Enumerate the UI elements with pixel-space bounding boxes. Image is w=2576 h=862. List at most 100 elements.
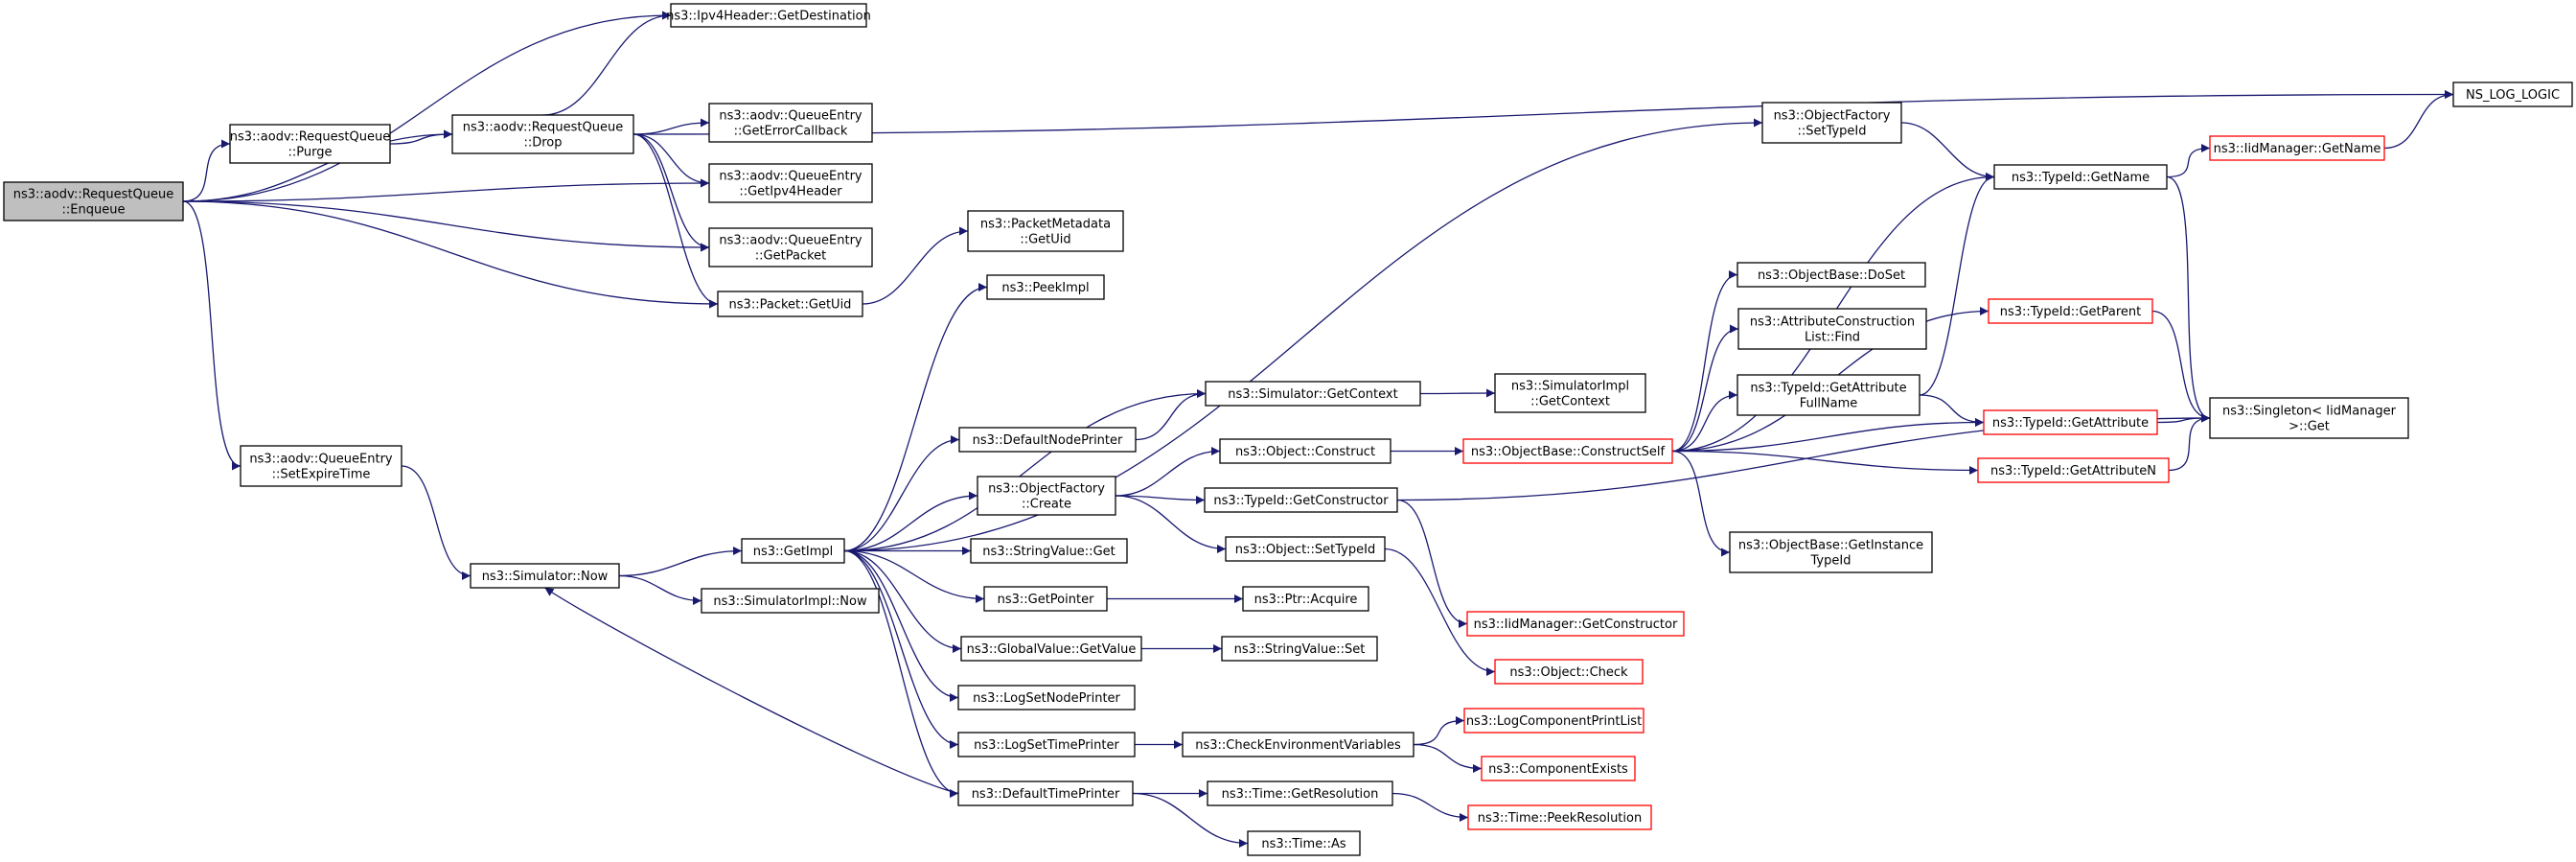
- node-enqueue[interactable]: ns3::aodv::RequestQueue::Enqueue: [3, 181, 184, 221]
- node-label-line: ::Enqueue: [62, 203, 126, 218]
- node-drop[interactable]: ns3::aodv::RequestQueue::Drop: [451, 114, 634, 154]
- node-box: [229, 124, 391, 164]
- edge-typeidgetattrfull-to-typeidgetattr: [1919, 394, 1985, 427]
- node-defnodeprinter[interactable]: ns3::DefaultNodePrinter: [958, 427, 1137, 453]
- node-timegetres[interactable]: ns3::Time::GetResolution: [1207, 780, 1393, 806]
- node-strvalget[interactable]: ns3::StringValue::Get: [970, 538, 1128, 564]
- node-purge[interactable]: ns3::aodv::RequestQueue::Purge: [229, 124, 391, 164]
- node-label-line: ns3::TypeId::GetConstructor: [1213, 494, 1389, 508]
- node-getpointer[interactable]: ns3::GetPointer: [983, 586, 1108, 612]
- node-box: [470, 563, 620, 589]
- node-simnow[interactable]: ns3::Simulator::Now: [470, 563, 620, 589]
- node-ofcreate[interactable]: ns3::ObjectFactory::Create: [977, 476, 1116, 516]
- node-label-line: ns3::LogSetTimePrinter: [974, 738, 1119, 753]
- node-box: [960, 636, 1142, 662]
- node-label-line: ns3::Time::GetResolution: [1222, 787, 1379, 802]
- node-strvalset[interactable]: ns3::StringValue::Set: [1221, 636, 1378, 662]
- node-logcompprint[interactable]: ns3::LogComponentPrintList: [1463, 708, 1644, 734]
- node-label-line: ns3::GetImpl: [753, 545, 834, 559]
- node-box: [986, 274, 1105, 300]
- node-objconstruct[interactable]: ns3::Object::Construct: [1219, 438, 1392, 464]
- node-label-line: ns3::StringValue::Get: [982, 545, 1115, 559]
- edge-checkenv-to-logcompprint: [1413, 716, 1465, 746]
- node-box: [957, 685, 1136, 711]
- node-label-line: ::SetExpireTime: [272, 468, 371, 482]
- edge-getimpl-to-ofsettypeid: [843, 118, 1763, 552]
- edge-obconstructself-to-typeidgetattrfull: [1671, 390, 1738, 453]
- node-gvgetvalue[interactable]: ns3::GlobalValue::GetValue: [960, 636, 1142, 662]
- edge-enqueue-to-drop: [182, 129, 453, 202]
- node-label-line: ns3::PacketMetadata: [980, 218, 1111, 232]
- node-box: [2209, 135, 2385, 161]
- node-pmgetuid[interactable]: ns3::PacketMetadata::GetUid: [967, 210, 1124, 252]
- edge-ofcreate-to-objsettypeid: [1115, 495, 1227, 553]
- node-objsettypeid[interactable]: ns3::Object::SetTypeId: [1225, 536, 1386, 562]
- node-label-line: ns3::ObjectBase::ConstructSelf: [1471, 445, 1666, 459]
- node-typeidgetctor[interactable]: ns3::TypeId::GetConstructor: [1204, 487, 1398, 513]
- node-obdoset[interactable]: ns3::ObjectBase::DoSet: [1736, 262, 1926, 288]
- node-nslog[interactable]: NS_LOG_LOGIC: [2452, 82, 2573, 107]
- node-label-line: ns3::TypeId::GetAttribute: [1992, 416, 2149, 431]
- node-label-line: ns3::DefaultNodePrinter: [973, 433, 1123, 448]
- node-label-line: ns3::GlobalValue::GetValue: [967, 642, 1137, 657]
- edge-enqueue-to-ipv4dest: [182, 11, 672, 202]
- node-peekimpl[interactable]: ns3::PeekImpl: [986, 274, 1105, 300]
- node-compexists[interactable]: ns3::ComponentExists: [1481, 756, 1636, 781]
- edge-typeidgetparent-to-singletonget: [2151, 310, 2211, 423]
- node-getimpl[interactable]: ns3::GetImpl: [741, 538, 845, 564]
- node-box: [1242, 586, 1369, 612]
- node-simgetctx[interactable]: ns3::Simulator::GetContext: [1205, 381, 1421, 407]
- node-singletonget[interactable]: ns3::Singleton< IidManager >::Get: [2209, 397, 2409, 439]
- node-box: [1494, 373, 1646, 413]
- node-label-line: ns3::TypeId::GetParent: [2000, 305, 2142, 319]
- node-typeidgetattr[interactable]: ns3::TypeId::GetAttribute: [1983, 409, 2158, 435]
- node-label-line: ns3::Simulator::GetContext: [1228, 387, 1397, 402]
- node-label-line: ::GetIpv4Header: [739, 185, 842, 199]
- node-label-line: ns3::aodv::QueueEntry: [719, 109, 862, 124]
- node-pktgetuid[interactable]: ns3::Packet::GetUid: [717, 291, 863, 317]
- edge-obconstructself-to-attrlistfind: [1671, 324, 1739, 453]
- node-getipv4hdr[interactable]: ns3::aodv::QueueEntry::GetIpv4Header: [708, 163, 873, 203]
- node-obconstructself[interactable]: ns3::ObjectBase::ConstructSelf: [1462, 438, 1673, 464]
- node-simimplnow[interactable]: ns3::SimulatorImpl::Now: [701, 588, 880, 614]
- node-geterrcb[interactable]: ns3::aodv::QueueEntry::GetErrorCallback: [708, 103, 873, 143]
- node-box: [1221, 636, 1378, 662]
- node-ptracquire[interactable]: ns3::Ptr::Acquire: [1242, 586, 1369, 612]
- node-timeas[interactable]: ns3::Time::As: [1247, 830, 1361, 856]
- node-label-line: ::SetTypeId: [1797, 125, 1866, 139]
- node-objcheck[interactable]: ns3::Object::Check: [1494, 659, 1644, 685]
- node-iidgetctor[interactable]: ns3::IidManager::GetConstructor: [1466, 611, 1685, 637]
- node-timepeekres[interactable]: ns3::Time::PeekResolution: [1467, 804, 1652, 830]
- node-label-line: ns3::Object::Construct: [1235, 445, 1375, 459]
- node-getpacket[interactable]: ns3::aodv::QueueEntry::GetPacket: [708, 227, 873, 268]
- node-logsettime[interactable]: ns3::LogSetTimePrinter: [957, 732, 1136, 757]
- edge-obconstructself-to-obgetinsttypeid: [1671, 450, 1731, 557]
- node-typeidgetattrn[interactable]: ns3::TypeId::GetAttributeN: [1977, 457, 2170, 483]
- edge-enqueue-to-pktgetuid: [182, 200, 719, 309]
- node-iidgetname[interactable]: ns3::IidManager::GetName: [2209, 135, 2385, 161]
- edge-enqueue-to-getpacket: [182, 200, 710, 252]
- node-checkenv[interactable]: ns3::CheckEnvironmentVariables: [1182, 732, 1414, 757]
- node-typeidgetparent[interactable]: ns3::TypeId::GetParent: [1988, 298, 2153, 324]
- node-box: [1729, 531, 1933, 573]
- node-setexpire[interactable]: ns3::aodv::QueueEntry::SetExpireTime: [240, 445, 402, 487]
- node-simimplgetctx[interactable]: ns3::SimulatorImpl::GetContext: [1494, 373, 1646, 413]
- node-box: [1225, 536, 1386, 562]
- node-label-line: ns3::IidManager::GetName: [2214, 142, 2381, 156]
- node-label-line: ns3::SimulatorImpl::Now: [713, 594, 867, 609]
- node-ipv4dest[interactable]: ns3::Ipv4Header::GetDestination: [666, 3, 871, 28]
- node-deftimeprinter[interactable]: ns3::DefaultTimePrinter: [957, 780, 1134, 806]
- edge-ofcreate-to-typeidgetctor: [1115, 495, 1206, 504]
- node-typeidgetname[interactable]: ns3::TypeId::GetName: [1993, 164, 2168, 190]
- edge-enqueue-to-purge: [182, 139, 231, 202]
- node-label-line: ns3::Object::Check: [1509, 665, 1628, 680]
- node-logsetnode[interactable]: ns3::LogSetNodePrinter: [957, 685, 1136, 711]
- node-label-line: ::Create: [1022, 498, 1071, 512]
- node-label-line: ns3::DefaultTimePrinter: [972, 787, 1120, 802]
- node-label-line: >::Get: [2288, 420, 2330, 434]
- node-ofsettypeid[interactable]: ns3::ObjectFactory::SetTypeId: [1761, 102, 1902, 144]
- node-box: [1481, 756, 1636, 781]
